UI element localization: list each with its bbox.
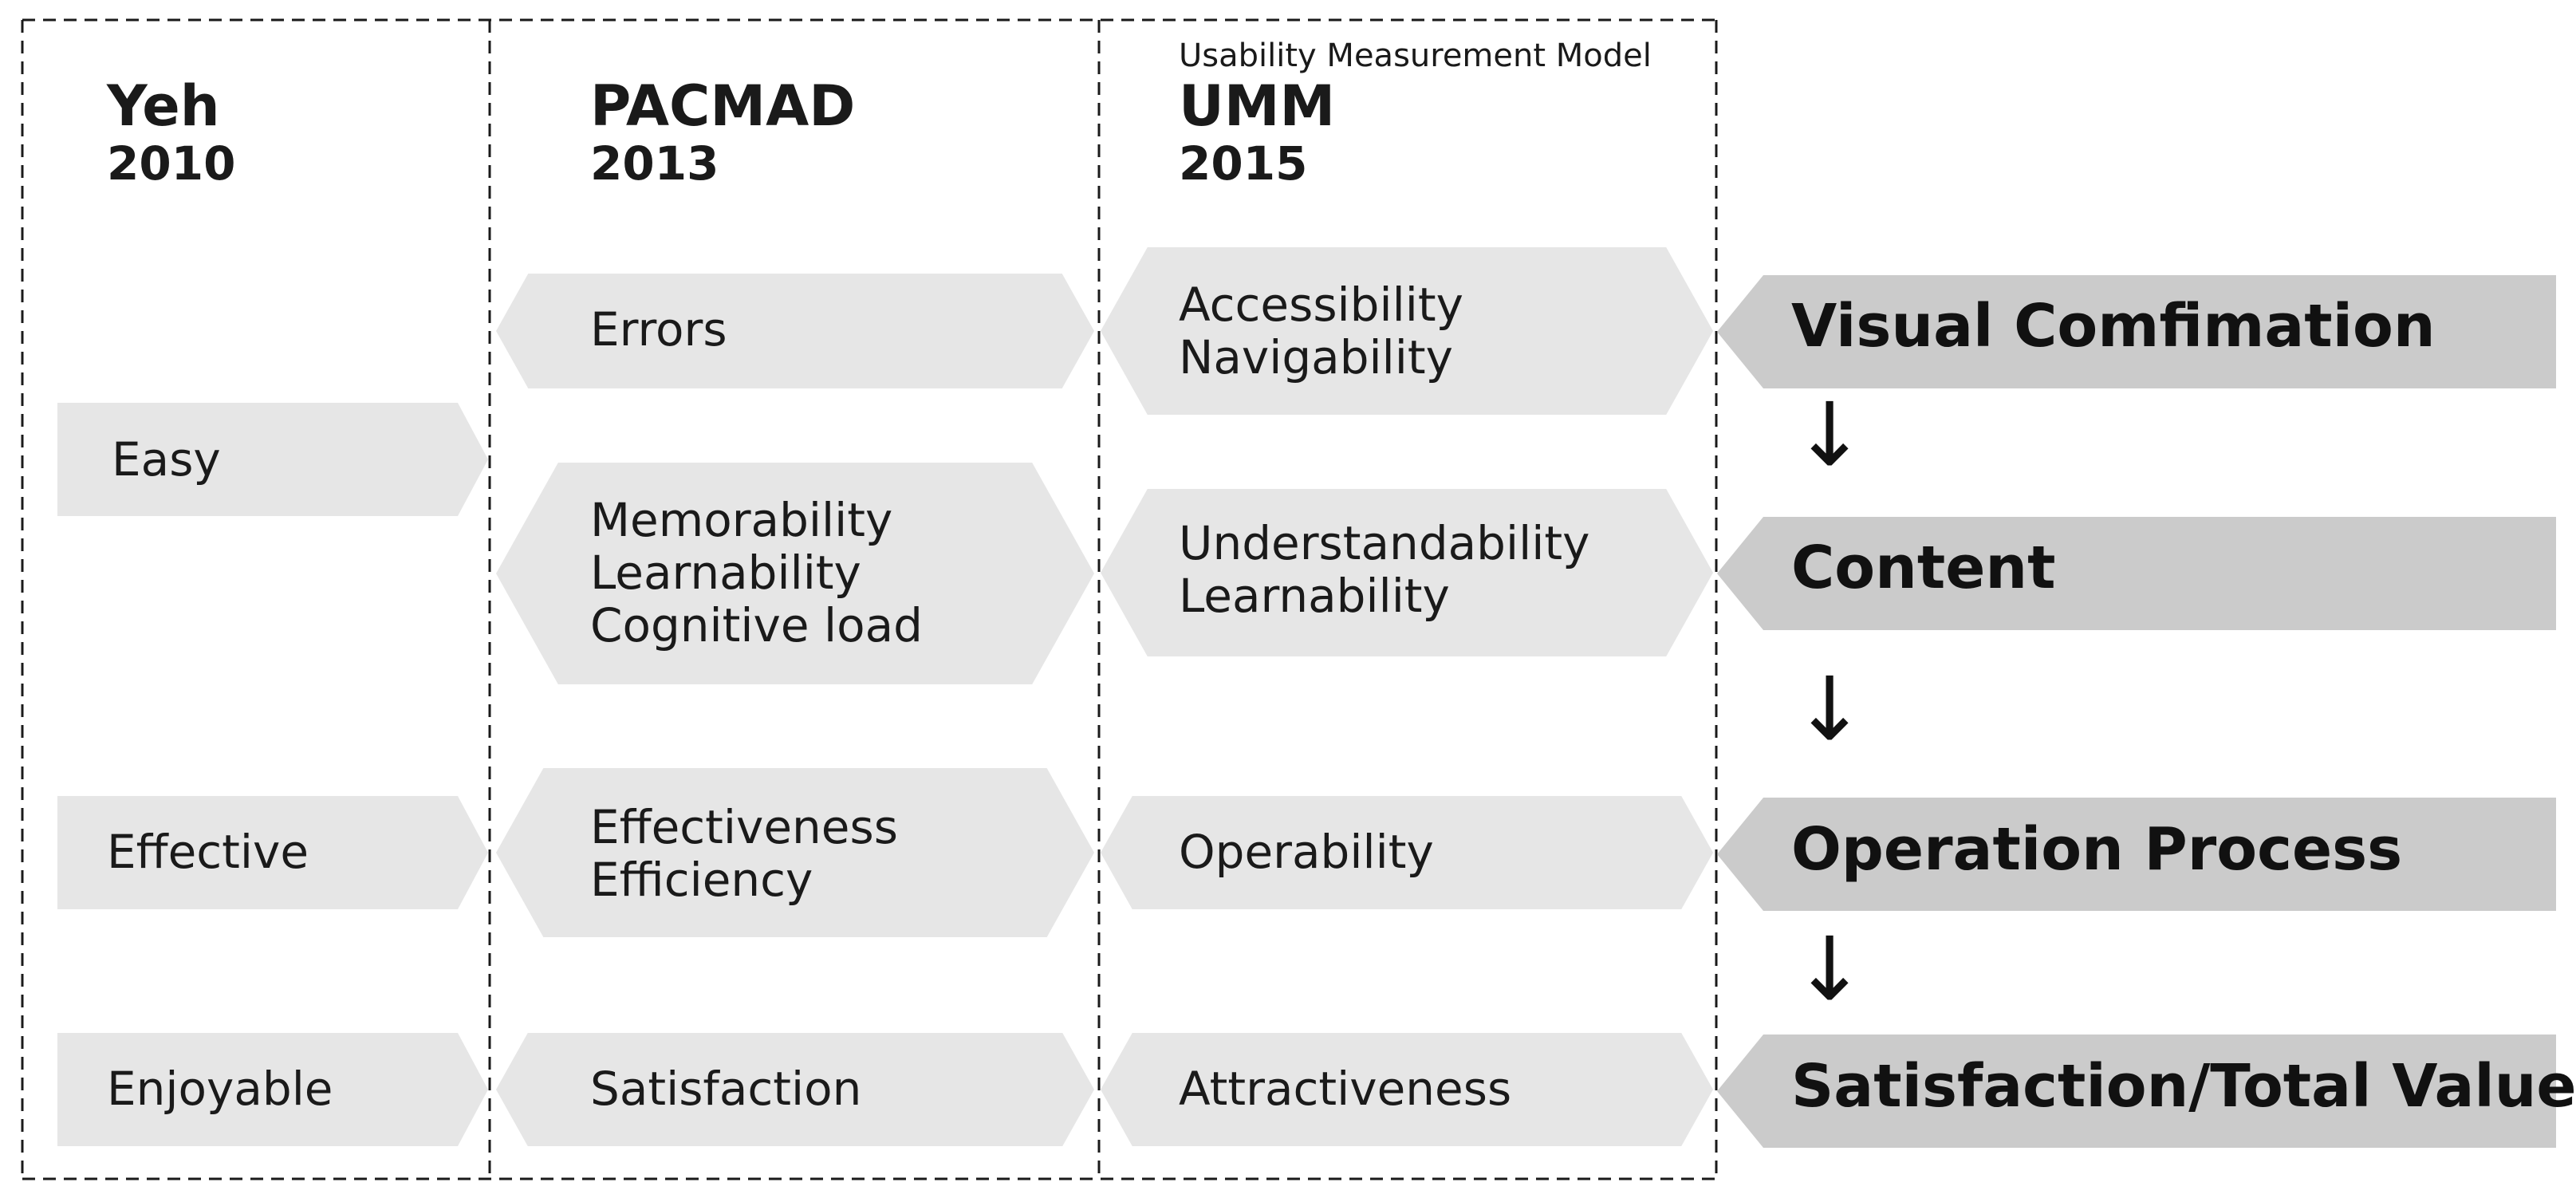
flow-arrow-down-3: ↓ (1793, 918, 1867, 1020)
pacmad-item-errors: Errors (590, 302, 727, 357)
pacmad-item-effectiveness-group: Effectiveness Efficiency (590, 800, 898, 907)
umm-shape-attractiveness (1101, 1033, 1713, 1146)
pacmad-shape-effectiveness-group (496, 768, 1094, 937)
umm-item-attractiveness: Attractiveness (1179, 1062, 1512, 1116)
umm-item-understandability-group: Understandability Learnability (1179, 516, 1590, 623)
result-shape-visual-confirmation (1717, 275, 2556, 388)
pacmad-shape-errors (496, 274, 1094, 388)
pacmad-item-satisfaction: Satisfaction (590, 1062, 862, 1116)
umm-model-name: UMM (1179, 73, 1336, 139)
result-content: Content (1791, 534, 2056, 602)
result-shape-operation-process (1717, 798, 2556, 911)
umm-item-accessibility-group: Accessibility Navigability (1179, 278, 1463, 384)
yeh-model-name: Yeh (107, 73, 220, 139)
umm-model-subtitle: Usability Measurement Model (1179, 37, 1652, 74)
yeh-item-enjoyable: Enjoyable (107, 1062, 333, 1116)
pacmad-model-year: 2013 (590, 136, 719, 191)
result-shape-satisfaction-total-value (1717, 1035, 2556, 1148)
yeh-shape-effective (57, 796, 488, 909)
umm-shape-accessibility-group (1101, 247, 1713, 415)
yeh-shape-enjoyable (57, 1033, 488, 1146)
flow-arrow-down-1: ↓ (1793, 384, 1867, 486)
yeh-item-easy: Easy (112, 432, 221, 487)
result-satisfaction-total-value: Satisfaction/Total Value (1791, 1052, 2576, 1121)
umm-shape-understandability-group (1101, 489, 1713, 656)
result-shape-content (1717, 517, 2556, 630)
yeh-model-year: 2010 (107, 136, 236, 191)
pacmad-item-memory-group: Memorability Learnability Cognitive load (590, 493, 923, 652)
yeh-shape-easy (57, 403, 488, 516)
flow-arrow-down-2: ↓ (1793, 658, 1867, 760)
umm-item-operability: Operability (1179, 825, 1434, 879)
result-operation-process: Operation Process (1791, 815, 2403, 884)
result-visual-confirmation: Visual Comfimation (1791, 292, 2436, 361)
umm-model-year: 2015 (1179, 136, 1308, 191)
pacmad-shape-memory-group (496, 463, 1094, 684)
pacmad-shape-satisfaction (496, 1033, 1094, 1146)
umm-shape-operability (1101, 796, 1713, 909)
pacmad-model-name: PACMAD (590, 73, 856, 139)
yeh-item-effective: Effective (107, 825, 309, 879)
